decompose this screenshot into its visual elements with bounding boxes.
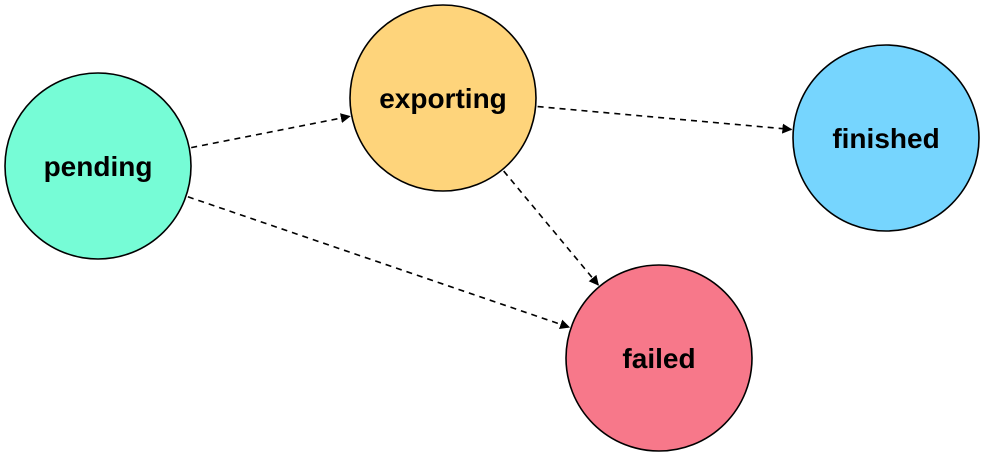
node-finished: finished — [792, 44, 980, 232]
edge-exporting-to-failed — [503, 170, 599, 286]
node-circle — [4, 72, 192, 260]
node-label: finished — [832, 123, 939, 154]
node-circle — [792, 44, 980, 232]
edge-pending-to-failed — [187, 196, 571, 330]
node-circle — [349, 4, 537, 192]
edge-exporting-to-finished — [537, 105, 793, 134]
node-circle — [565, 264, 753, 452]
edge-pending-to-exporting — [191, 113, 351, 149]
node-label: pending — [44, 151, 153, 182]
node-exporting: exporting — [349, 4, 537, 192]
node-failed: failed — [565, 264, 753, 452]
node-label: exporting — [379, 83, 507, 114]
node-label: failed — [622, 343, 695, 374]
node-pending: pending — [4, 72, 192, 260]
